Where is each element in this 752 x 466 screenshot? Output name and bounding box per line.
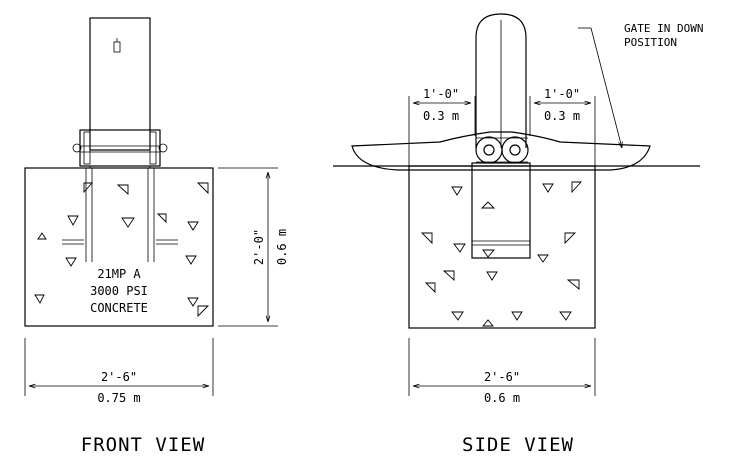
hinge-pivots [475,136,529,164]
front-width-dimension: 2'-6" 0.75 m [24,338,214,405]
embedded-legs [62,168,178,262]
side-aggregate-symbols [420,181,583,327]
callout-line-1: GATE IN DOWN [624,22,703,35]
side-width-imperial: 2'-6" [484,370,520,384]
gate-arm [351,131,651,171]
side-view-title: SIDE VIEW [462,434,574,456]
side-left-offset-dimension: 1'-0" 0.3 m [408,87,476,166]
side-width-metric: 0.6 m [484,391,520,405]
side-right-offset-metric: 0.3 m [544,109,580,123]
front-aggregate-symbols [34,182,210,318]
front-width-imperial: 2'-6" [101,370,137,384]
front-width-metric: 0.75 m [97,391,140,405]
side-view: 1'-0" 0.3 m 1'-0" 0.3 m GATE IN DOWN POS… [333,13,703,456]
gate-post [72,17,168,168]
front-view-title: FRONT VIEW [81,434,205,456]
side-right-offset-imperial: 1'-0" [544,87,580,101]
side-width-dimension: 2'-6" 0.6 m [408,338,596,405]
gate-upright [475,13,527,148]
material-label-line-1: 21MP A [97,267,141,281]
front-footing [24,167,214,327]
side-left-offset-metric: 0.3 m [423,109,459,123]
material-label-line-3: CONCRETE [90,301,148,315]
embedded-sleeve [471,162,531,259]
front-view: 21MP A 3000 PSI CONCRETE 2'-0" 0.6 m 2'-… [24,17,289,456]
front-height-imperial: 2'-0" [252,229,266,265]
side-footing [408,165,596,329]
front-height-dimension: 2'-0" 0.6 m [218,167,289,327]
material-label-line-2: 3000 PSI [90,284,148,298]
front-height-metric: 0.6 m [275,229,289,265]
side-right-offset-dimension: 1'-0" 0.3 m [529,87,596,166]
gate-position-callout: GATE IN DOWN POSITION [578,22,703,148]
callout-line-2: POSITION [624,36,677,49]
side-left-offset-imperial: 1'-0" [423,87,459,101]
